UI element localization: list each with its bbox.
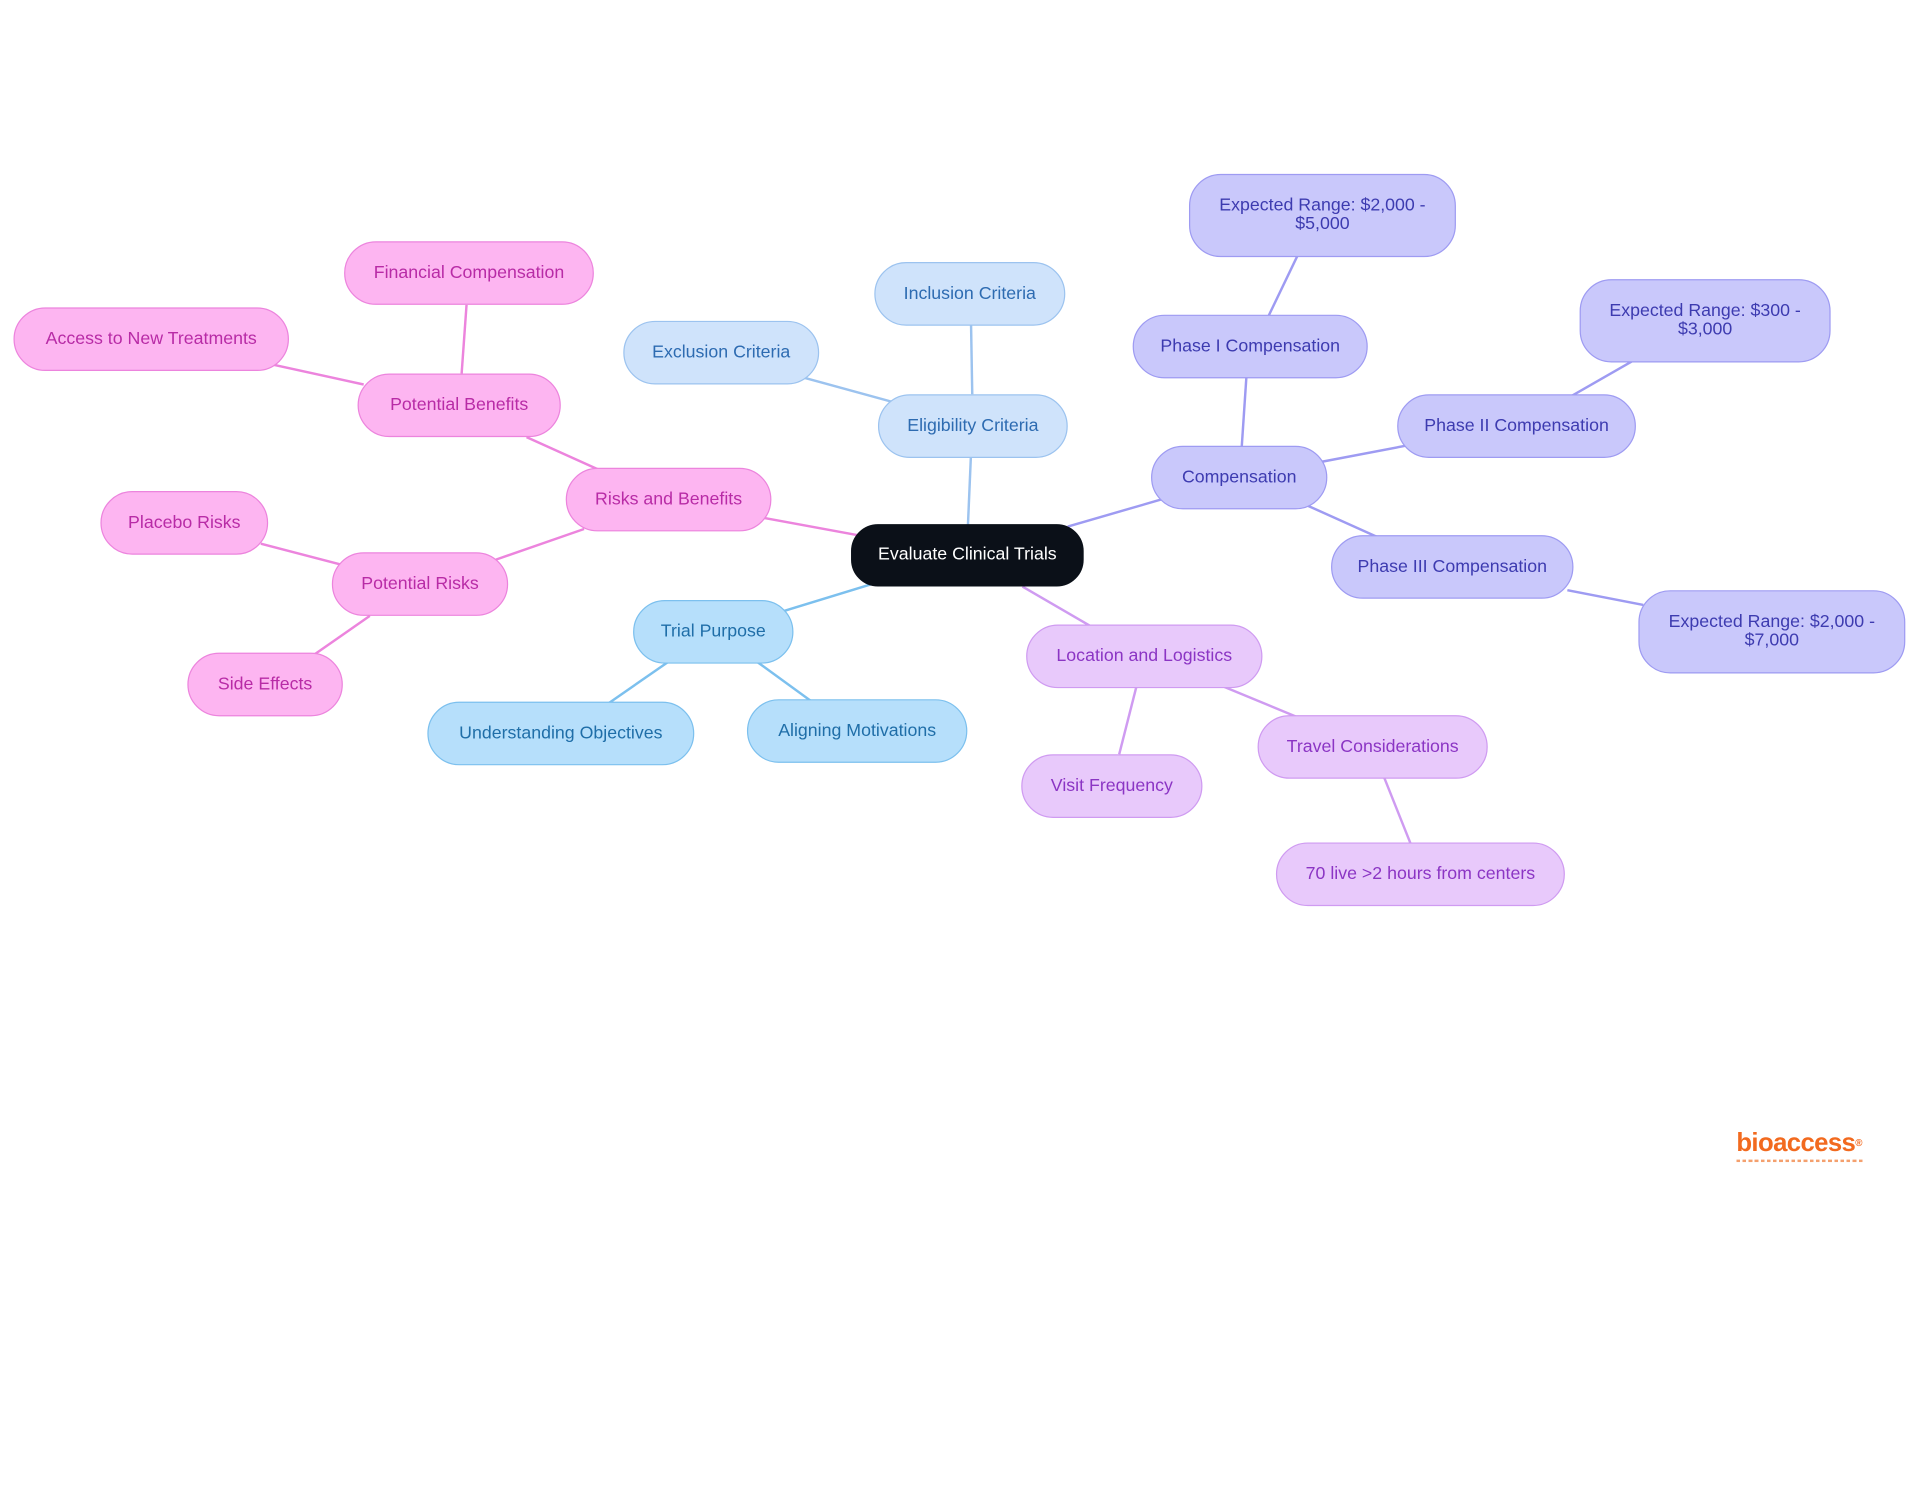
logo-registered-mark: ®: [1855, 1137, 1862, 1149]
root-node[interactable]: Evaluate Clinical Trials: [851, 524, 1084, 587]
node-location-logistics[interactable]: Location and Logistics: [1026, 624, 1263, 689]
edge-compensation-phase3: [1307, 504, 1382, 540]
node-travel-considerations[interactable]: Travel Considerations: [1257, 715, 1488, 779]
node-side-effects[interactable]: Side Effects: [187, 652, 343, 717]
node-visit-frequency[interactable]: Visit Frequency: [1021, 754, 1203, 818]
node-inclusion-criteria[interactable]: Inclusion Criteria: [874, 262, 1066, 326]
node-potential-risks[interactable]: Potential Risks: [331, 552, 509, 616]
edge-phase3-range: [1567, 589, 1644, 607]
edge-phase1-range: [1267, 254, 1300, 317]
connector-lines: [260, 254, 1644, 845]
edge-root-risks: [763, 516, 858, 537]
edge-compensation-phase2: [1322, 444, 1406, 463]
edge-phase2-range: [1571, 360, 1633, 397]
edge-location-travel: [1224, 685, 1296, 718]
edge-root-purpose: [783, 582, 873, 613]
edge-eligibility-exclusion: [801, 375, 892, 403]
edge-potential-placebo: [260, 542, 341, 566]
edge-purpose-motivations: [757, 661, 813, 703]
edge-travel-stat: [1382, 775, 1412, 845]
edge-location-visit: [1118, 686, 1138, 755]
edge-root-location: [1021, 585, 1091, 627]
node-understanding-objectives[interactable]: Understanding Objectives: [427, 701, 695, 766]
node-financial-compensation[interactable]: Financial Compensation: [344, 241, 594, 305]
node-risks-benefits[interactable]: Risks and Benefits: [565, 467, 772, 532]
node-phase3-range[interactable]: Expected Range: $2,000 - $7,000: [1638, 590, 1906, 674]
node-eligibility-criteria[interactable]: Eligibility Criteria: [877, 394, 1068, 458]
edge-eligibility-inclusion: [969, 323, 974, 395]
node-travel-stat[interactable]: 70 live >2 hours from centers: [1275, 842, 1565, 907]
logo-text: bioaccess: [1736, 1128, 1856, 1158]
node-phase1-compensation[interactable]: Phase I Compensation: [1132, 314, 1368, 379]
node-exclusion-criteria[interactable]: Exclusion Criteria: [623, 320, 820, 385]
node-aligning-motivations[interactable]: Aligning Motivations: [746, 699, 968, 763]
node-compensation[interactable]: Compensation: [1151, 445, 1328, 510]
node-placebo-risks[interactable]: Placebo Risks: [100, 491, 269, 555]
node-potential-benefits[interactable]: Potential Benefits: [357, 373, 561, 438]
node-trial-purpose[interactable]: Trial Purpose: [633, 600, 794, 664]
node-phase2-range[interactable]: Expected Range: $300 - $3,000: [1579, 279, 1831, 363]
edge-compensation-phase1: [1240, 374, 1248, 449]
node-phase1-range[interactable]: Expected Range: $2,000 - $5,000: [1188, 173, 1456, 258]
node-phase3-compensation[interactable]: Phase III Compensation: [1331, 535, 1574, 599]
edge-risks-potential: [495, 527, 585, 561]
edge-purpose-objectives: [606, 661, 669, 706]
edge-benefits-financial: [460, 304, 468, 374]
node-phase2-compensation[interactable]: Phase II Compensation: [1397, 394, 1636, 458]
node-access-new-treatments[interactable]: Access to New Treatments: [13, 307, 289, 372]
logo-wordmark: bioaccess®: [1736, 1128, 1862, 1158]
bioaccess-logo: bioaccess®: [1736, 1129, 1871, 1166]
edge-risks-benefits: [526, 436, 601, 472]
edge-benefits-access: [274, 363, 364, 386]
logo-tagline-line: [1736, 1159, 1864, 1163]
edge-potential-side: [312, 614, 371, 657]
edge-root-compensation: [1067, 498, 1162, 528]
